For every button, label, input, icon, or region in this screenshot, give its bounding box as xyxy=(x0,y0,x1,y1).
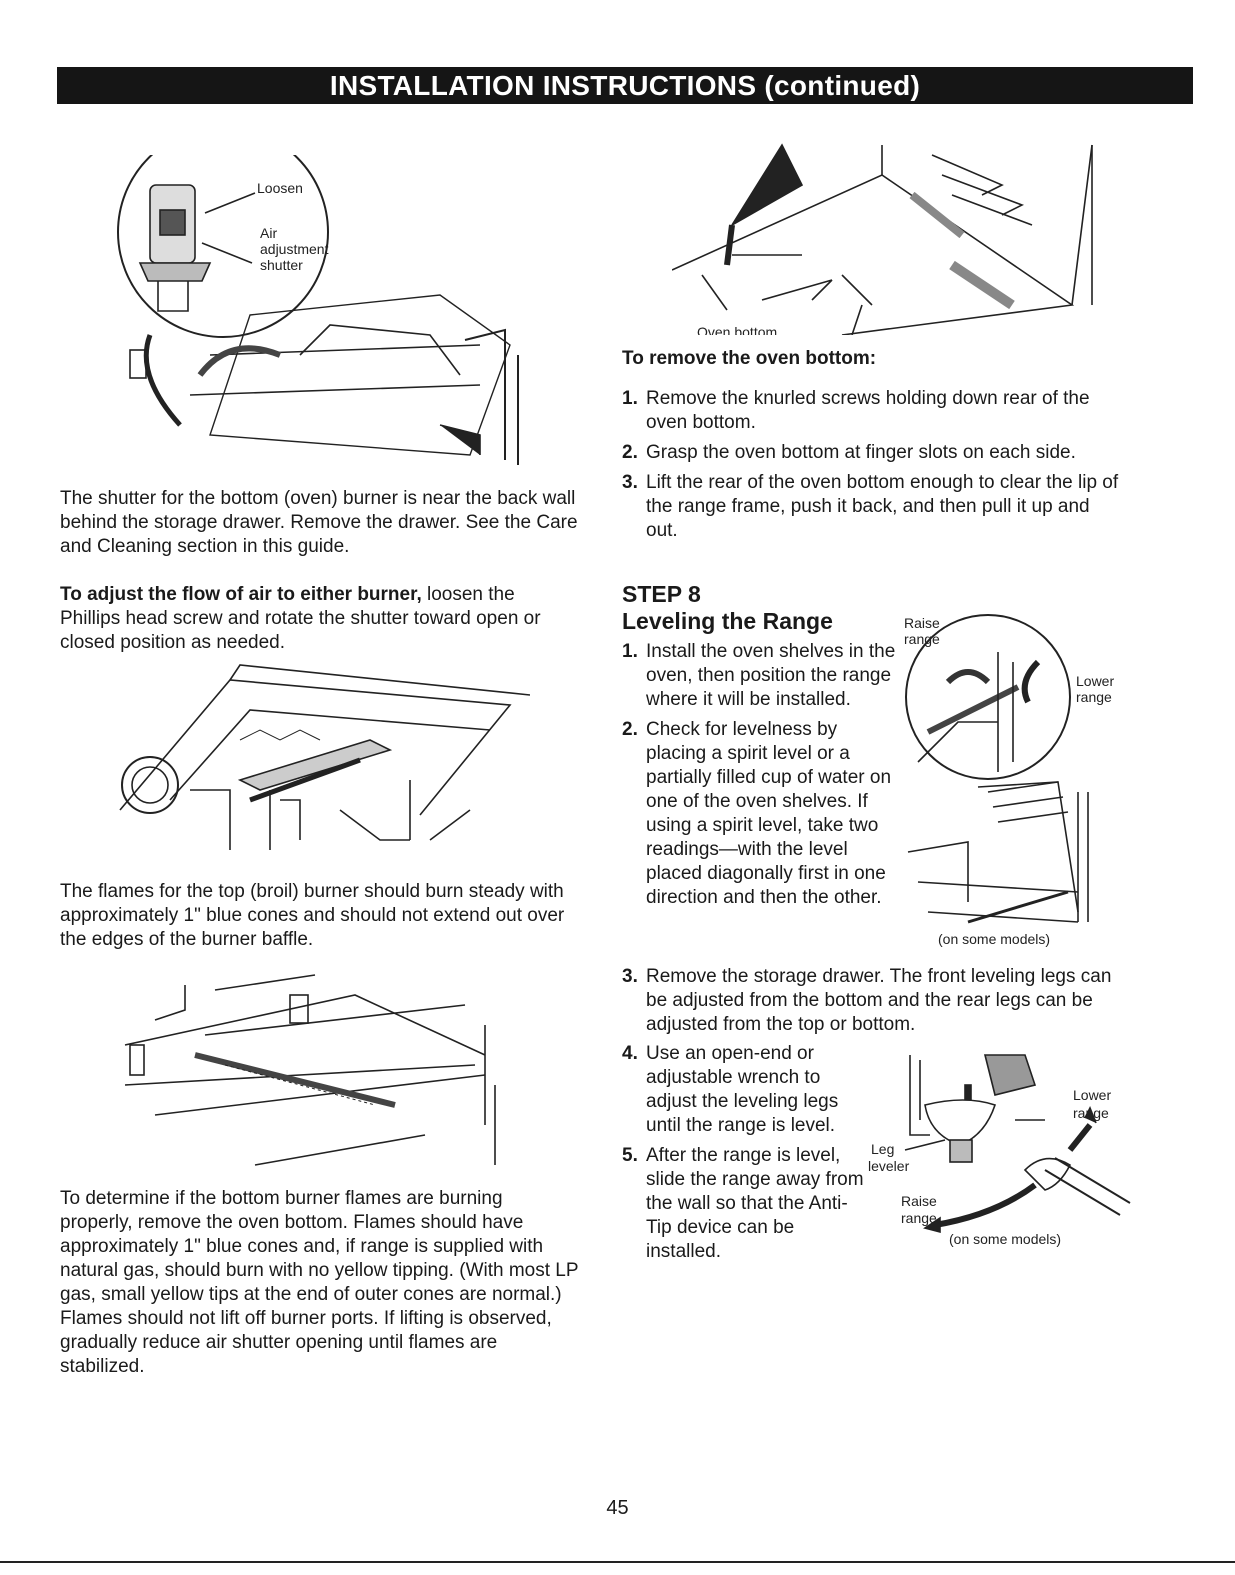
oven-bottom-label: Oven bottom xyxy=(697,324,777,335)
step-text: After the range is level, slide the rang… xyxy=(646,1145,864,1262)
oven-bottom-illustration: Oven bottom xyxy=(672,135,1102,335)
loosen-label: Loosen xyxy=(257,180,303,196)
remove-steps-list: 1. Remove the knurled screws holding down… xyxy=(622,387,1122,549)
step-text: Remove the storage drawer. The front lev… xyxy=(646,966,1112,1035)
leveling-steps-list-a: 1. Install the oven shelves in the oven, … xyxy=(622,640,902,916)
remove-oven-bottom-heading: To remove the oven bottom: xyxy=(622,347,1182,371)
list-item: 3. Lift the rear of the oven bottom enoug… xyxy=(622,471,1122,543)
step-number: 2. xyxy=(622,442,638,463)
lower-label: Lower xyxy=(1076,673,1114,689)
some-models-note: (on some models) xyxy=(949,1231,1061,1247)
step-text: Check for levelness by placing a spirit … xyxy=(646,719,892,908)
adjust-air-paragraph: To adjust the flow of air to either burn… xyxy=(60,583,570,655)
list-item: 3. Remove the storage drawer. The front l… xyxy=(622,965,1122,1037)
step-text: Remove the knurled screws holding down r… xyxy=(646,388,1090,433)
step-number: 1. xyxy=(622,388,638,409)
step-number: 2. xyxy=(622,719,638,740)
raise-range-label: range xyxy=(904,631,940,647)
step-number: 3. xyxy=(622,472,638,493)
adjust-air-rest: loosen the Phillips head screw and rotat… xyxy=(60,584,541,653)
adjustment-label: adjustment xyxy=(260,241,329,257)
raise-label: Raise xyxy=(904,615,940,631)
shutter-label: shutter xyxy=(260,257,303,273)
shutter-paragraph: The shutter for the bottom (oven) burner… xyxy=(60,488,578,557)
step-number: 5. xyxy=(622,1145,638,1166)
step-text: Grasp the oven bottom at finger slots on… xyxy=(646,442,1076,463)
step-text: Lift the rear of the oven bottom enough … xyxy=(646,472,1119,541)
broil-flames-paragraph: The flames for the top (broil) burner sh… xyxy=(60,881,565,950)
step-text: Use an open-end or adjustable wrench to … xyxy=(646,1043,839,1136)
air-label: Air xyxy=(260,225,277,241)
bottom-burner-illustration xyxy=(105,965,515,1170)
leg-label: Leg xyxy=(871,1141,894,1157)
list-item: 4. Use an open-end or adjustable wrench t… xyxy=(622,1042,872,1138)
step-text: Install the oven shelves in the oven, th… xyxy=(646,641,896,710)
step-number-heading: STEP 8 xyxy=(622,581,701,607)
list-item: 2. Check for levelness by placing a spiri… xyxy=(622,718,902,910)
step-number: 4. xyxy=(622,1043,638,1064)
raise-label: Raise xyxy=(901,1193,937,1209)
section-banner: INSTALLATION INSTRUCTIONS (continued) xyxy=(57,67,1193,104)
list-item: 5. After the range is level, slide the ra… xyxy=(622,1144,872,1264)
air-shutter-illustration: Loosen Air adjustment shutter xyxy=(100,155,530,475)
leveling-step-three: 3. Remove the storage drawer. The front l… xyxy=(622,965,1122,1043)
step-title: Leveling the Range xyxy=(622,608,833,634)
remove-heading-text: To remove the oven bottom: xyxy=(622,348,877,369)
lower-range-label: range xyxy=(1073,1105,1109,1121)
step-number: 3. xyxy=(622,966,638,987)
leveling-shelf-illustration: Raise range Lower range (on some models) xyxy=(898,612,1128,952)
list-item: 2. Grasp the oven bottom at finger slots … xyxy=(622,441,1122,465)
lower-range-label: range xyxy=(1076,689,1112,705)
adjust-air-bold: To adjust the flow of air to either burn… xyxy=(60,584,422,605)
list-item: 1. Remove the knurled screws holding down… xyxy=(622,387,1122,435)
bottom-flames-paragraph: To determine if the bottom burner flames… xyxy=(60,1188,579,1377)
some-models-note: (on some models) xyxy=(938,931,1050,947)
page-number: 45 xyxy=(606,1497,629,1519)
broil-burner-illustration xyxy=(110,660,530,870)
step-number: 1. xyxy=(622,641,638,662)
leveling-steps-list-b: 4. Use an open-end or adjustable wrench t… xyxy=(622,1042,872,1270)
raise-range-label: range xyxy=(901,1210,937,1226)
leveler-label: leveler xyxy=(868,1158,910,1174)
list-item: 1. Install the oven shelves in the oven, … xyxy=(622,640,902,712)
lower-label: Lower xyxy=(1073,1087,1111,1103)
leveling-legs-illustration: Lower range Leg leveler Raise range (on … xyxy=(865,1040,1135,1255)
footer-rule xyxy=(0,1561,1235,1563)
